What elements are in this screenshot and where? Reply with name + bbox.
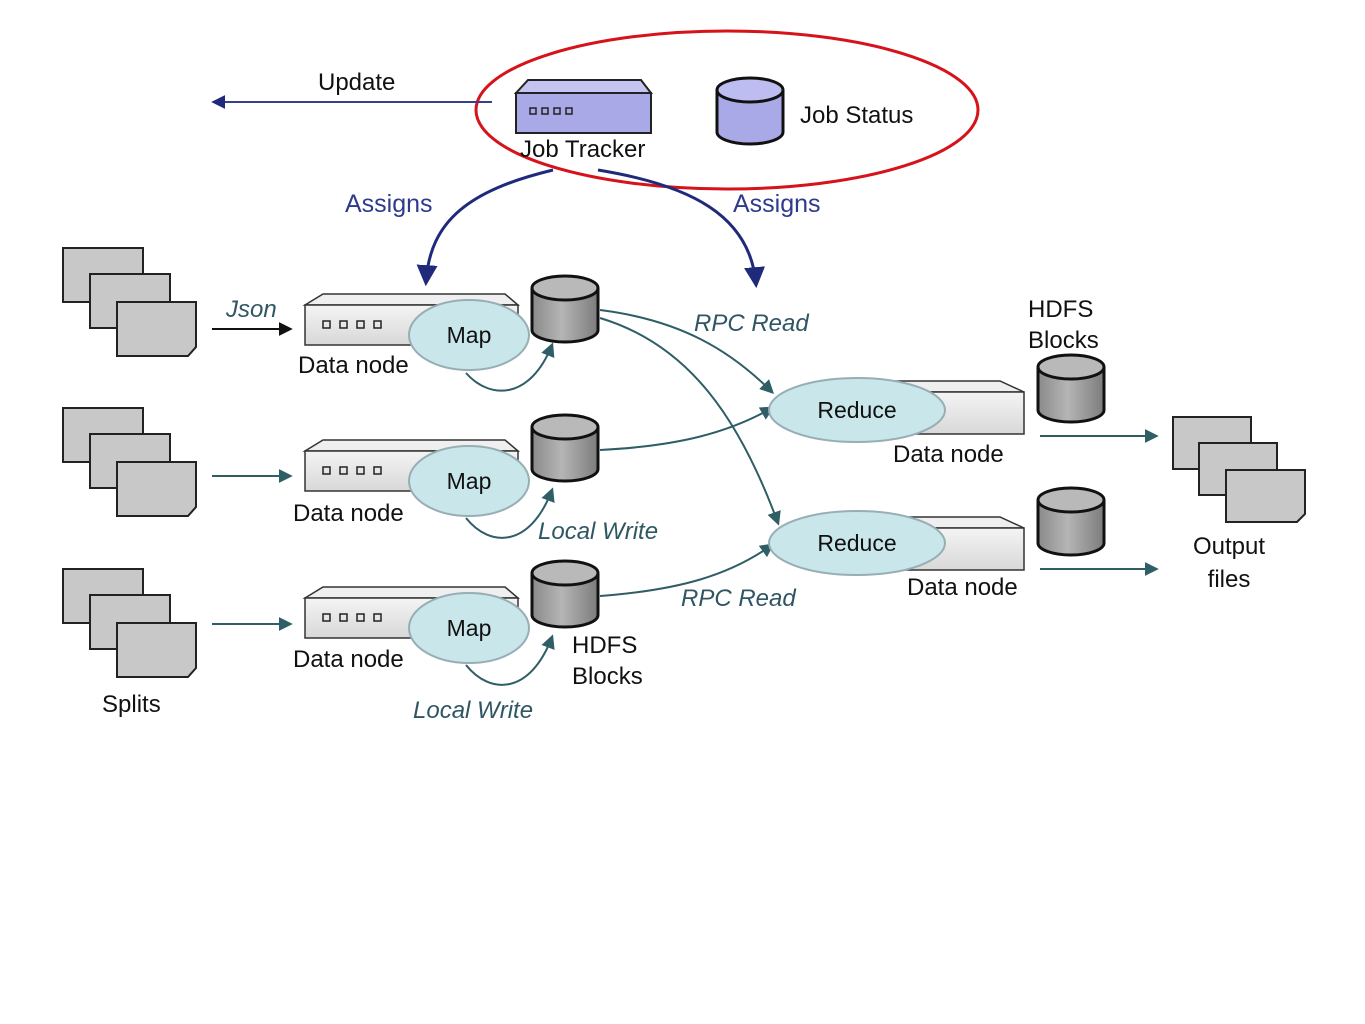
hdfs-database-icon: [530, 413, 600, 483]
job-tracker-label: Job Tracker: [520, 136, 645, 163]
document-icon: [116, 301, 197, 357]
hdfs-database-icon: [530, 274, 600, 344]
data-node-label: Data node: [893, 441, 1004, 468]
job-status-database-icon: [715, 76, 785, 146]
hdfs-blocks-label: HDFS: [1028, 296, 1093, 323]
map-task: [408, 592, 530, 664]
highlight-ring: [474, 29, 980, 191]
assign-label-right: Assigns: [733, 190, 821, 218]
document-icon: [1225, 469, 1306, 523]
hdfs-blocks-label: HDFS: [572, 632, 637, 659]
document-icon: [116, 461, 197, 517]
reduce-data-node-2: Reduce Data node: [768, 486, 1159, 601]
job-tracker-group: Update Job Tracker Job Status: [211, 29, 980, 191]
reduce-task: [768, 510, 946, 576]
map-task: [408, 445, 530, 517]
map-data-node-3: Map Data node Local Write HDFS Blocks: [293, 559, 643, 724]
map-data-node-2: Map Data node Local Write: [293, 413, 658, 545]
local-write-label: Local Write: [538, 518, 658, 545]
rpc-read-label: RPC Read: [681, 585, 796, 612]
output-files-label: files: [1208, 566, 1251, 593]
local-write-arrow: [465, 342, 555, 392]
split-stack-1: [62, 247, 197, 357]
map-task: [408, 299, 530, 371]
update-label: Update: [318, 69, 395, 96]
local-write-arrow: [465, 634, 555, 686]
rpc-read-arrow-1b: [599, 317, 781, 526]
rpc-read-arrow-3: [599, 543, 775, 597]
hdfs-blocks-label: Blocks: [1028, 327, 1099, 354]
rpc-read-label: RPC Read: [694, 310, 809, 337]
reduce-label: Reduce: [817, 397, 896, 423]
map-label: Map: [447, 322, 492, 348]
output-files-stack: [1172, 416, 1306, 523]
local-write-label: Local Write: [413, 697, 533, 724]
map-data-node-1: Map Data node: [298, 274, 600, 392]
split-stack-2: [62, 407, 197, 517]
data-node-label: Data node: [907, 574, 1018, 601]
map-label: Map: [447, 615, 492, 641]
document-icon: [116, 622, 197, 678]
reduce-task: [768, 377, 946, 443]
hdfs-database-icon: [530, 559, 600, 629]
assign-arrow-right: [597, 168, 765, 289]
assign-arrow-left: [416, 168, 554, 287]
hdfs-database-icon: [1036, 486, 1106, 557]
reduce-label: Reduce: [817, 530, 896, 556]
hdfs-database-icon: [1036, 353, 1106, 424]
data-node-label: Data node: [293, 646, 404, 673]
local-write-arrow: [465, 487, 555, 539]
rpc-read-arrow-2: [599, 406, 775, 451]
json-label: Json: [225, 296, 277, 323]
assign-label-left: Assigns: [345, 190, 433, 218]
split-stack-3: [62, 568, 197, 678]
hdfs-blocks-label: Blocks: [572, 663, 643, 690]
rpc-read-arrow-1a: [599, 309, 774, 394]
reduce-data-node-1: Reduce Data node: [768, 353, 1159, 468]
output-files-label: Output: [1193, 533, 1265, 560]
splits-label: Splits: [102, 691, 161, 718]
map-label: Map: [447, 468, 492, 494]
job-tracker-server-icon: [513, 79, 654, 134]
data-node-label: Data node: [293, 500, 404, 527]
job-status-label: Job Status: [800, 102, 913, 129]
data-node-label: Data node: [298, 352, 409, 379]
